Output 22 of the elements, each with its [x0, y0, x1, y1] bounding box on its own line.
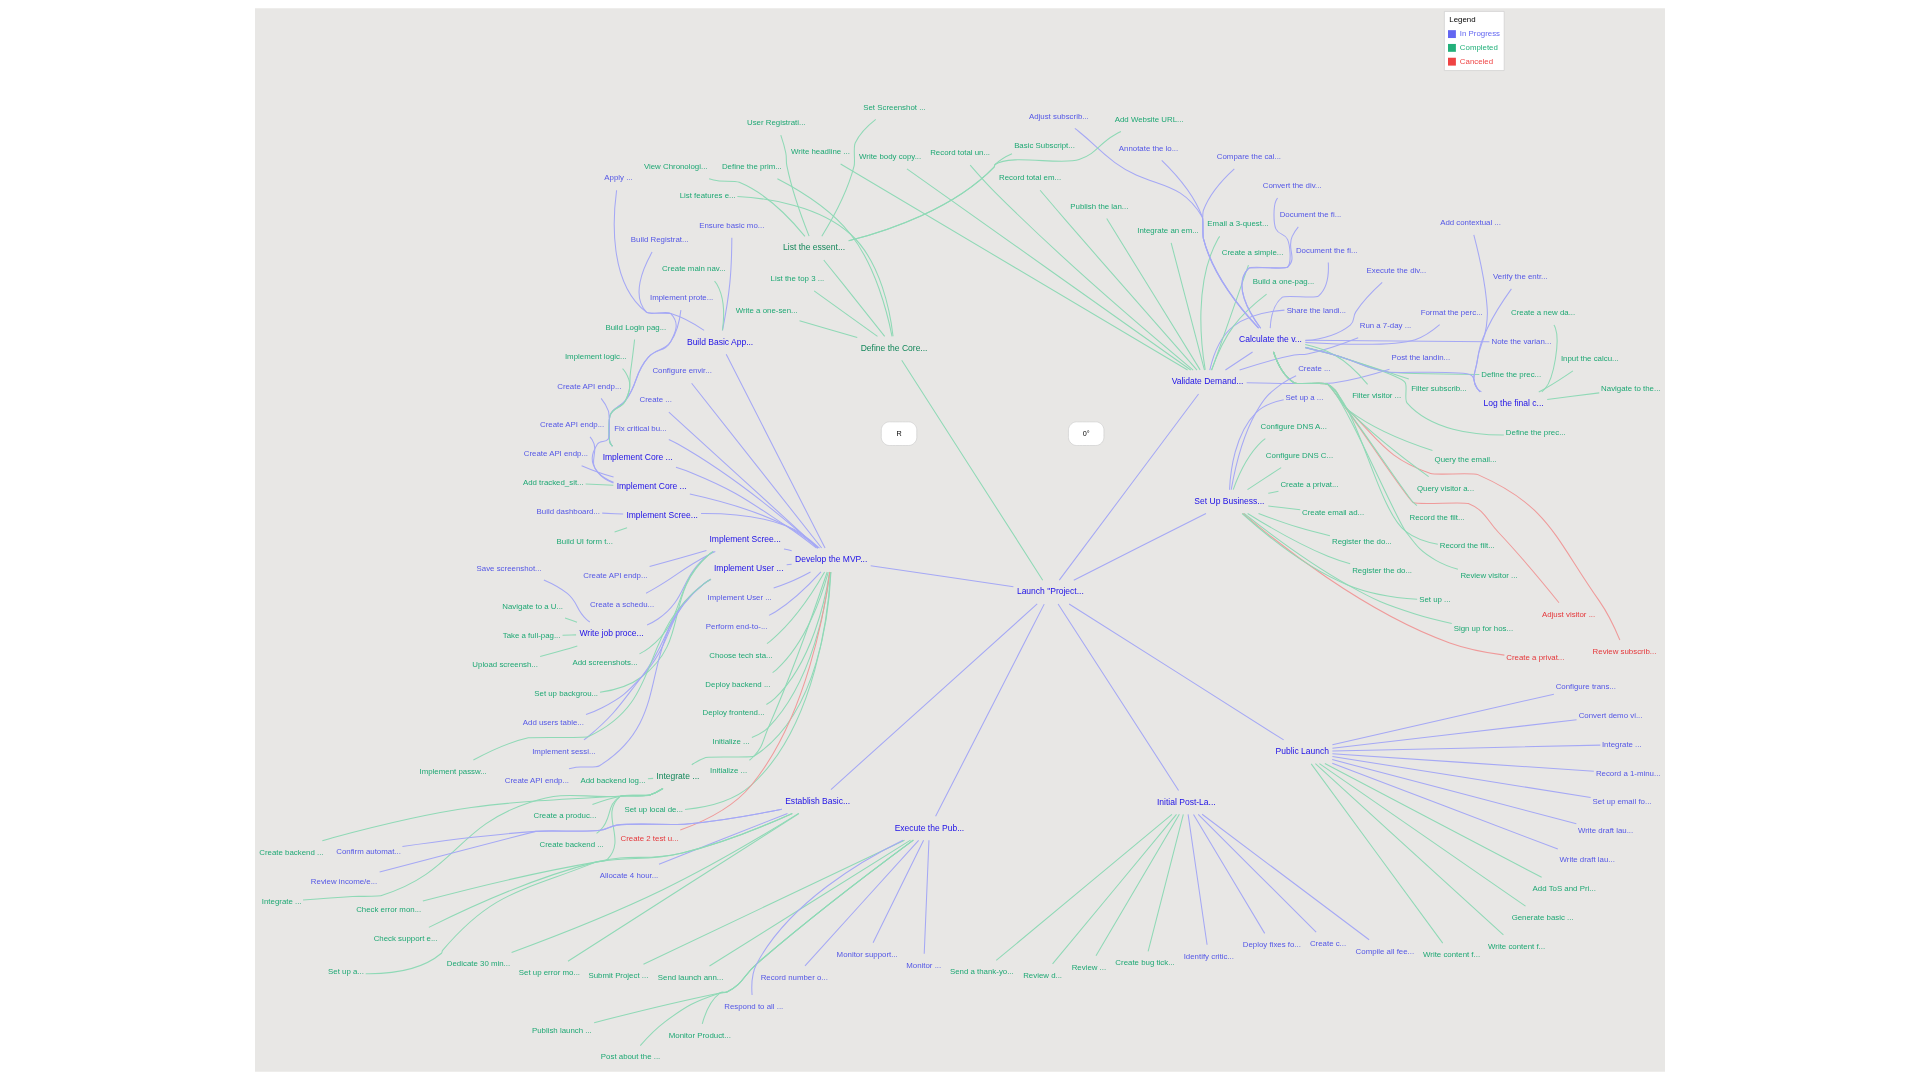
label: R — [896, 428, 902, 438]
node-text: Establish Basic... — [785, 795, 851, 806]
node-text: Validate Demand... — [1171, 376, 1244, 387]
node-text: Execute the Pub... — [894, 822, 965, 833]
node-text: Implement Scree... — [709, 533, 781, 544]
node-text: Initial Post-La... — [1157, 796, 1216, 807]
node-text: Launch "Project... — [1016, 586, 1084, 597]
node-text: Public Launch — [1275, 745, 1330, 756]
node-text: Write job proce... — [579, 628, 644, 639]
node-text: Set Up Business... — [1194, 495, 1265, 506]
node-text: Implement Core ... — [602, 452, 673, 463]
node-text: Build Basic App... — [686, 336, 754, 347]
node-text: Implement Scree... — [626, 510, 698, 521]
node-text: Calculate the v... — [1239, 334, 1302, 345]
node-text: Implement User ... — [713, 562, 784, 573]
label: 0° — [1082, 428, 1090, 438]
node-text: List the essent... — [783, 242, 846, 253]
node-text: Log the final c... — [1483, 398, 1544, 409]
node-text: Integrate ... — [656, 770, 700, 781]
node-text: Implement Core ... — [616, 481, 687, 492]
node-text: Define the Core... — [860, 342, 928, 353]
node-text: Develop the MVP... — [795, 554, 868, 565]
